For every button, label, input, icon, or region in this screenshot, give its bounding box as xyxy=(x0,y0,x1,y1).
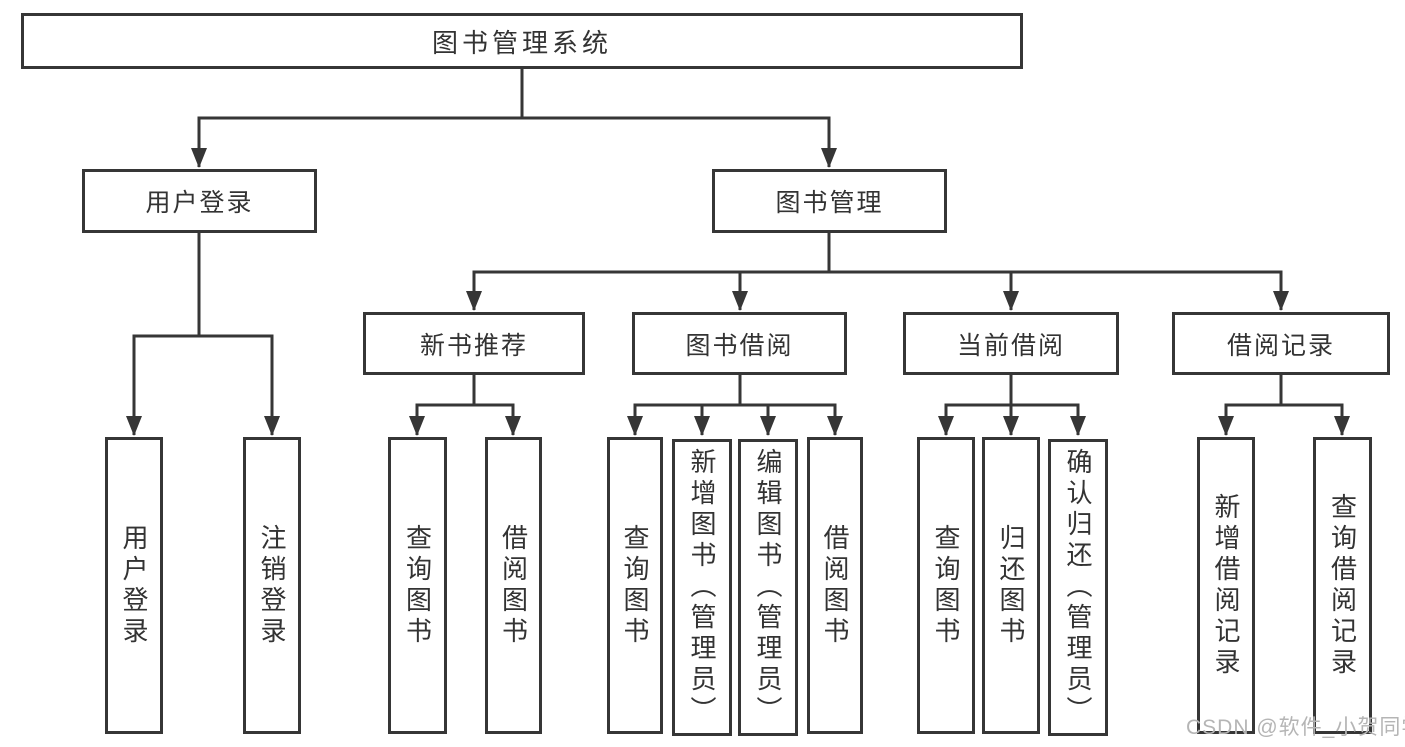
node-book-borrowing: 图书借阅 xyxy=(632,312,847,375)
node-book-management: 图书管理 xyxy=(712,169,947,233)
leaf-add-borrow-record: 新增借阅记录 xyxy=(1197,437,1255,734)
leaf-borrow-books: 借阅图书 xyxy=(807,437,863,734)
leaf-logout: 注销登录 xyxy=(243,437,301,734)
leaf-confirm-return-admin: 确认归还（管理员） xyxy=(1048,439,1108,736)
node-current-borrowing: 当前借阅 xyxy=(903,312,1119,375)
leaf-return-books: 归还图书 xyxy=(982,437,1040,734)
leaf-user-login: 用户登录 xyxy=(105,437,163,734)
leaf-query-books-recommend: 查询图书 xyxy=(388,437,447,734)
csdn-watermark: CSDN @软件_小贺同学 xyxy=(1186,716,1405,739)
leaf-add-books-admin: 新增图书（管理员） xyxy=(672,439,732,736)
node-new-book-recommend: 新书推荐 xyxy=(363,312,585,375)
node-system-root: 图书管理系统 xyxy=(21,13,1023,69)
leaf-query-books-borrowing: 查询图书 xyxy=(607,437,663,734)
node-borrowing-records: 借阅记录 xyxy=(1172,312,1390,375)
leaf-query-books-current: 查询图书 xyxy=(917,437,975,734)
leaf-query-borrow-record: 查询借阅记录 xyxy=(1313,437,1372,734)
leaf-borrow-books-recommend: 借阅图书 xyxy=(485,437,542,734)
node-user-login: 用户登录 xyxy=(82,169,317,233)
leaf-edit-books-admin: 编辑图书（管理员） xyxy=(738,439,798,736)
